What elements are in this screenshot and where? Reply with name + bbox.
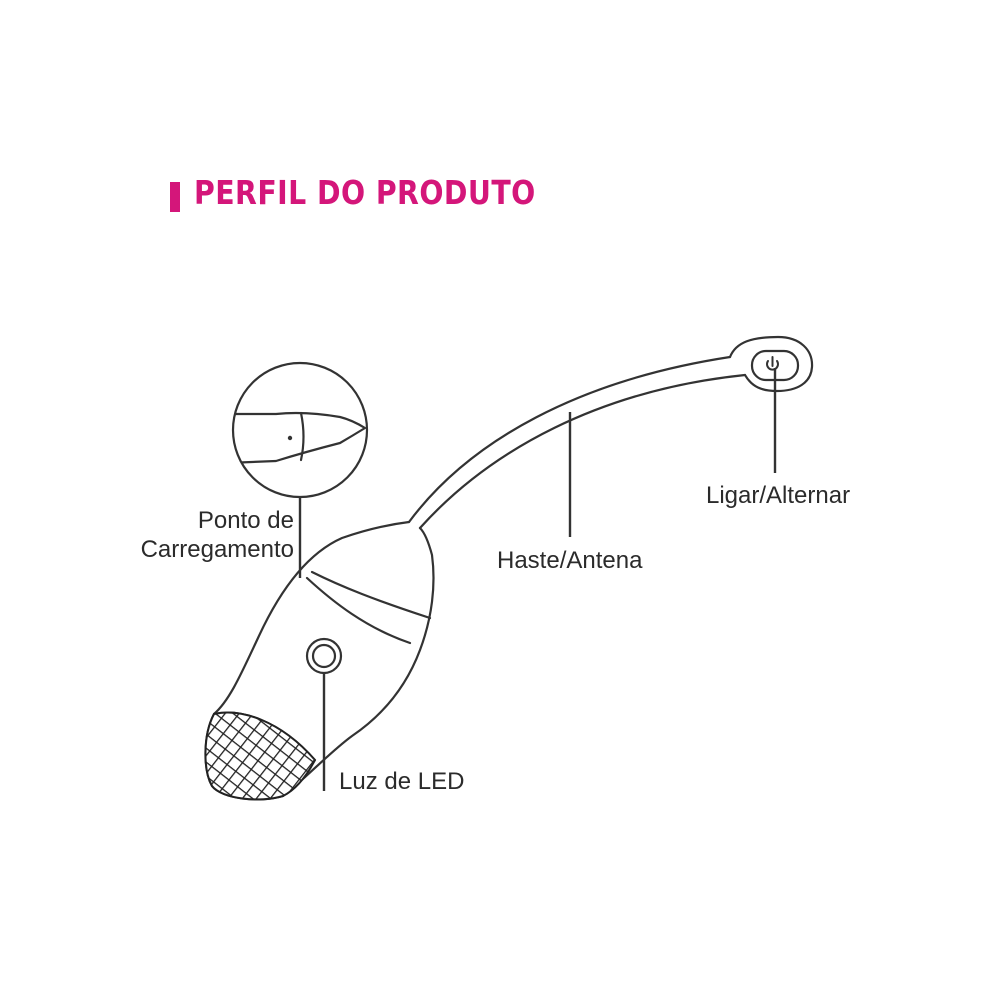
title-accent-bar: [170, 182, 180, 212]
label-antenna: Haste/Antena: [497, 547, 643, 574]
label-led: Luz de LED: [339, 768, 465, 795]
power-icon: [766, 356, 779, 371]
page-title: PERFIL DO PRODUTO: [194, 173, 536, 212]
mesh-texture: [204, 711, 317, 801]
antenna-stem: [407, 355, 732, 524]
label-charging-line1: Ponto de: [197, 507, 294, 534]
body-band-bottom: [305, 576, 412, 645]
led-light-icon: [305, 637, 343, 675]
label-charging-line2: Carregamento: [140, 536, 294, 563]
charging-zoom-circle: [231, 361, 369, 499]
antenna-tip: [728, 335, 814, 393]
charging-port-icon: [233, 411, 367, 465]
body-band-top: [310, 570, 432, 620]
label-charging-point: Ponto de Carregamento: [100, 506, 294, 564]
label-power: Ligar/Alternar: [706, 482, 851, 509]
charging-port-zoom: [231, 361, 369, 499]
